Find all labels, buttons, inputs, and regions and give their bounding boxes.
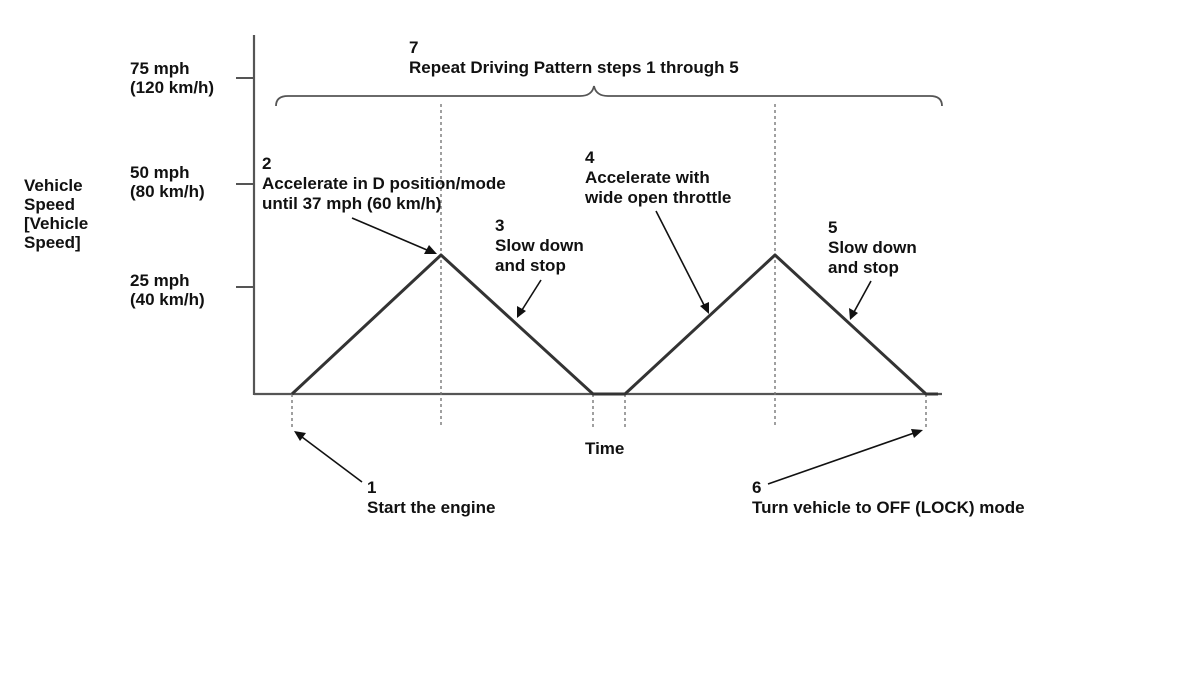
step-3-label: 3 Slow down and stop [495,216,589,275]
step-5-label: 5 Slow down and stop [828,218,922,277]
step-4-label: 4 Accelerate with wide open throttle [584,148,731,207]
step-4-arrowhead [700,302,709,314]
step-6-pointer-line [767,432,915,485]
step-3-arrowhead [517,306,526,318]
step-1-pointer-line [301,436,363,483]
y-tick-label-50mph: 50 mph (80 km/h) [130,163,205,201]
y-tick-label-25mph: 25 mph (40 km/h) [130,271,205,309]
y-axis-title: Vehicle Speed [Vehicle Speed] [24,176,93,252]
step-5-arrowhead [849,308,858,320]
speed-trace [290,253,938,396]
step-1-label: 1 Start the engine [367,478,495,517]
x-axis-title: Time [585,439,624,458]
step-6-arrowhead [911,429,923,438]
y-tick-label-75mph: 75 mph (120 km/h) [130,59,214,97]
step-7-label: 7 Repeat Driving Pattern steps 1 through… [409,38,739,77]
step-1-arrowhead [294,431,306,441]
step-5-pointer-line [853,280,872,313]
repeat-brace [275,85,943,107]
step-3-pointer-line [521,279,542,311]
step-2-pointer-line [351,217,428,251]
step-2-arrowhead [424,245,437,254]
step-2-label: 2 Accelerate in D position/mode until 37… [262,154,510,213]
step-4-pointer-line [655,210,705,306]
step-6-label: 6 Turn vehicle to OFF (LOCK) mode [752,478,1025,517]
